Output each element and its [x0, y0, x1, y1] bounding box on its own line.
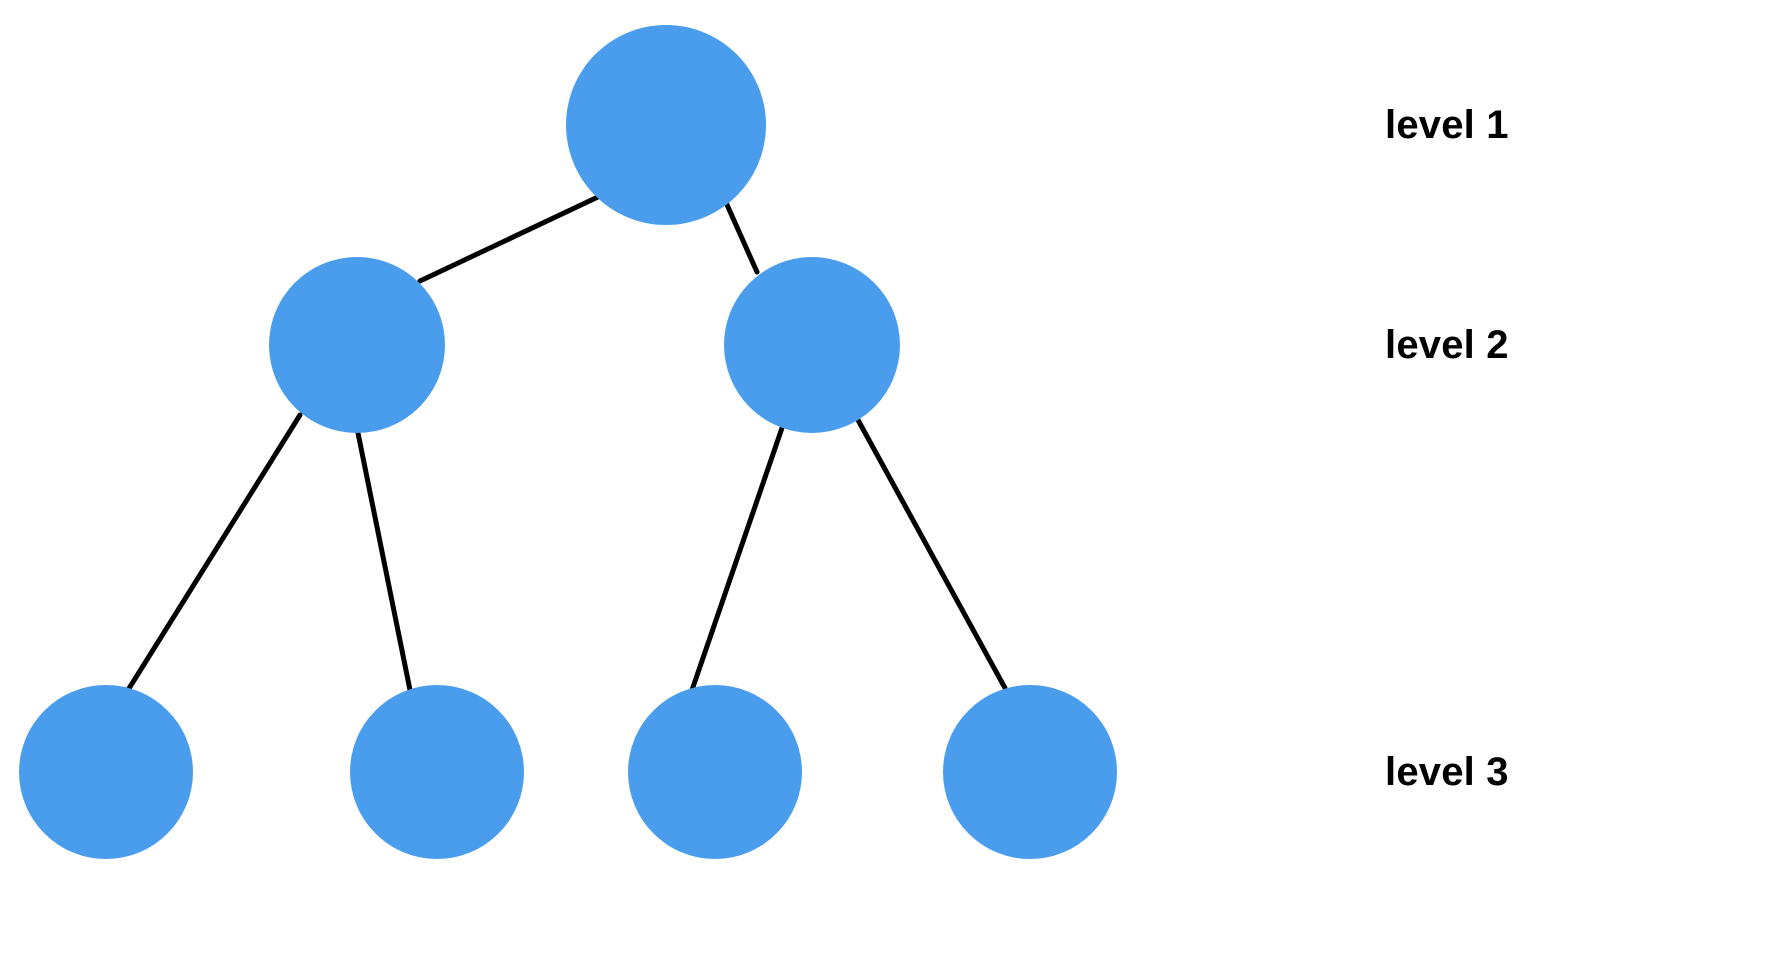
tree-edge — [855, 417, 1008, 691]
tree-node-group — [19, 25, 1117, 859]
tree-edge — [689, 425, 785, 693]
level-line-group — [28, 120, 1296, 777]
tree-edge — [417, 193, 603, 284]
level-3-label: level 3 — [1385, 750, 1509, 794]
level-1-label: level 1 — [1385, 103, 1509, 147]
tree-edge — [125, 412, 303, 693]
tree-edge — [721, 195, 760, 275]
level-2-label: level 2 — [1385, 323, 1509, 367]
tree-edge-group — [125, 193, 1008, 693]
tree-edge — [355, 430, 413, 693]
